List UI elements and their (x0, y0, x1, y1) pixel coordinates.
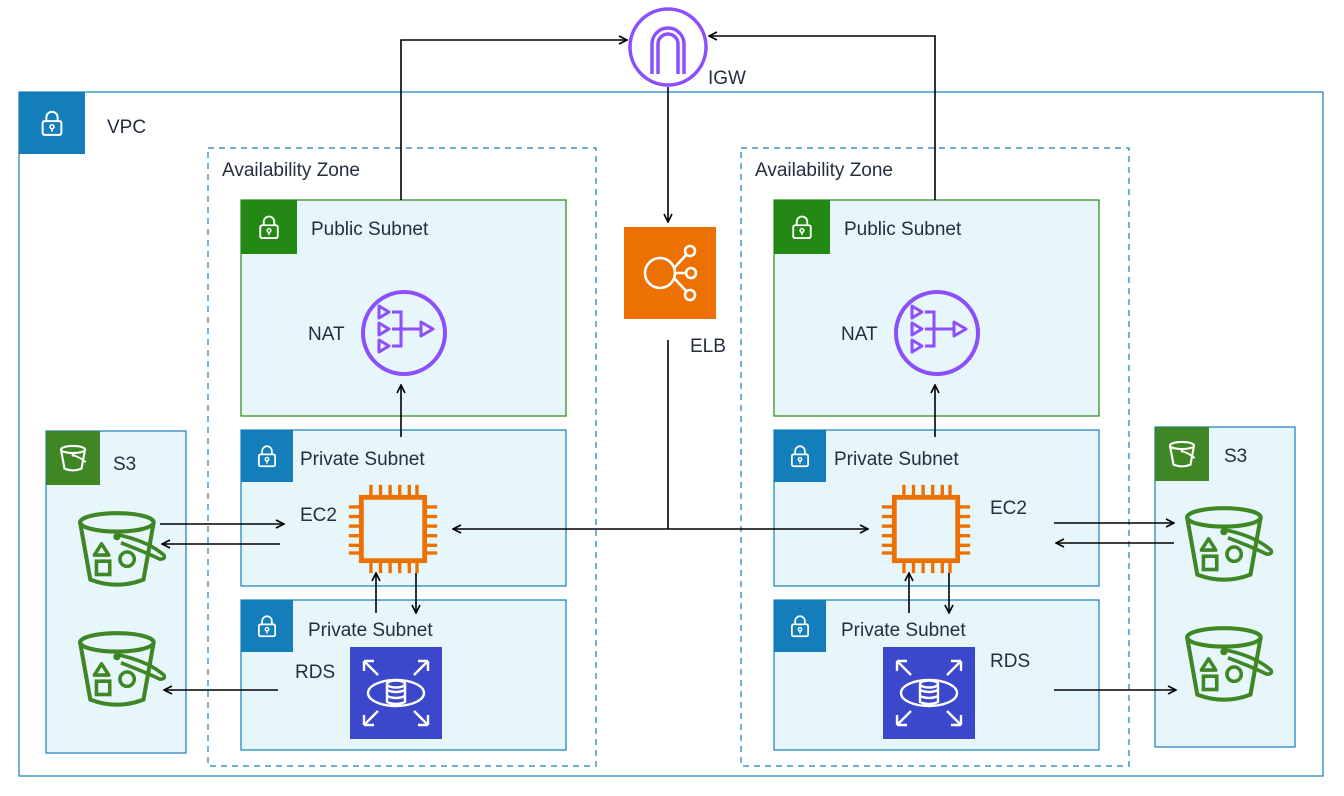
availability-zone-left: Availability Zone (207, 147, 597, 767)
az-border (207, 147, 597, 767)
elb-label: ELB (690, 336, 726, 357)
subnet-label: Private Subnet (834, 449, 959, 470)
az-title: Availability Zone (222, 160, 360, 181)
internet-gateway: IGW (628, 7, 746, 89)
private-subnet-db-left: Private Subnet RDS (240, 599, 567, 751)
s3-group-left: S3 (45, 430, 187, 754)
private-subnet-badge (241, 600, 293, 652)
ec2-label: EC2 (990, 498, 1027, 519)
public-subnet-left: Public Subnet NAT (240, 199, 567, 417)
private-subnet-app-left: Private Subnet EC2 (240, 429, 567, 587)
nat-label: NAT (841, 324, 878, 345)
subnet-label: Private Subnet (300, 449, 425, 470)
ec2-label: EC2 (300, 505, 337, 526)
rds-icon (350, 647, 442, 739)
private-subnet-app-right: Private Subnet EC2 (773, 429, 1100, 587)
igw-icon (628, 7, 708, 87)
nat-label: NAT (308, 324, 345, 345)
load-balancer: ELB (624, 227, 726, 357)
vpc-border (18, 91, 1324, 777)
private-subnet-badge (774, 600, 826, 652)
s3-label: S3 (1224, 446, 1247, 467)
subnet-label: Private Subnet (308, 620, 433, 641)
nat-to-igw-arrow (709, 36, 936, 200)
subnet-label: Public Subnet (844, 219, 962, 240)
elb-icon (624, 227, 716, 319)
nat-to-igw-arrow (400, 40, 627, 200)
s3-group-right: S3 (1154, 426, 1296, 748)
s3-label: S3 (113, 454, 136, 475)
vpc-container: VPC (18, 91, 1324, 777)
private-subnet-db-right: Private Subnet RDS (773, 599, 1100, 751)
connectors (160, 36, 1176, 690)
s3-badge (1155, 427, 1209, 481)
s3-badge (46, 431, 100, 485)
private-subnet-badge (774, 430, 826, 482)
rds-icon (883, 647, 975, 739)
az-border (740, 147, 1130, 767)
rds-label: RDS (295, 662, 335, 683)
public-subnet-badge (774, 200, 830, 254)
az-title: Availability Zone (755, 160, 893, 181)
subnet-label: Private Subnet (841, 620, 966, 641)
public-subnet-badge (241, 200, 297, 254)
private-subnet-badge (241, 430, 293, 482)
public-subnet-right: Public Subnet NAT (773, 199, 1100, 417)
vpc-label: VPC (107, 117, 146, 138)
rds-label: RDS (990, 651, 1030, 672)
availability-zone-right: Availability Zone (740, 147, 1130, 767)
vpc-badge (19, 92, 85, 154)
subnet-label: Public Subnet (311, 219, 429, 240)
igw-label: IGW (708, 68, 746, 89)
